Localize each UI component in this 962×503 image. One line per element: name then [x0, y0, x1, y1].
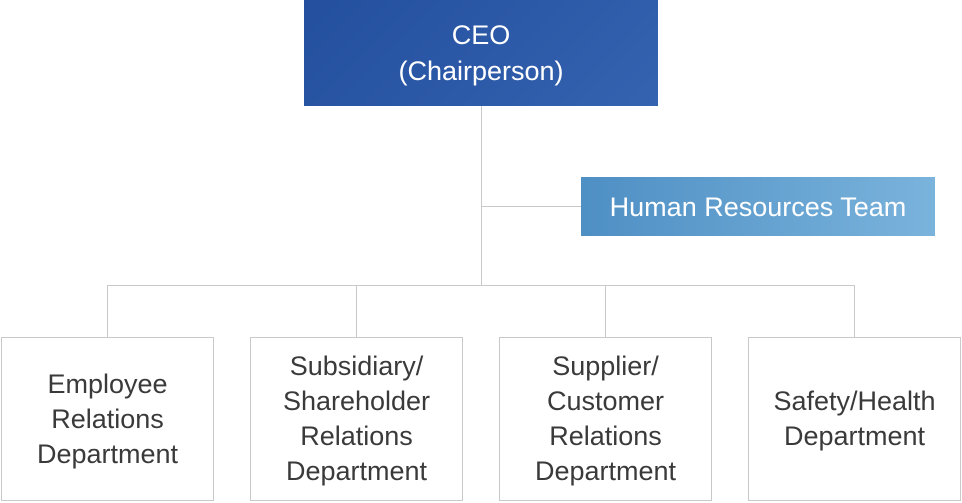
- ceo-title: CEO (Chairperson): [398, 20, 564, 86]
- connector-dept-4: [854, 285, 855, 337]
- connector-dept-2: [356, 285, 357, 337]
- dept-label: Supplier/ Customer Relations Department: [534, 351, 677, 486]
- dept-supplier-customer-relations: Supplier/ Customer Relations Department: [499, 337, 712, 501]
- dept-employee-relations: Employee Relations Department: [1, 337, 214, 501]
- dept-label: Safety/Health Department: [773, 386, 936, 451]
- dept-label: Employee Relations Department: [36, 368, 179, 469]
- connector-dept-3: [605, 285, 606, 337]
- ceo-box: CEO (Chairperson): [304, 0, 658, 106]
- dept-subsidiary-shareholder-relations: Subsidiary/ Shareholder Relations Depart…: [250, 337, 463, 501]
- hr-team-label: Human Resources Team: [609, 191, 907, 222]
- connector-hr-branch: [481, 206, 581, 207]
- dept-safety-health: Safety/Health Department: [748, 337, 961, 501]
- connector-dept-1: [107, 285, 108, 337]
- hr-team-box: Human Resources Team: [581, 177, 935, 236]
- dept-label: Subsidiary/ Shareholder Relations Depart…: [282, 351, 431, 486]
- connector-dept-bus: [107, 285, 855, 286]
- connector-ceo-trunk: [481, 106, 482, 285]
